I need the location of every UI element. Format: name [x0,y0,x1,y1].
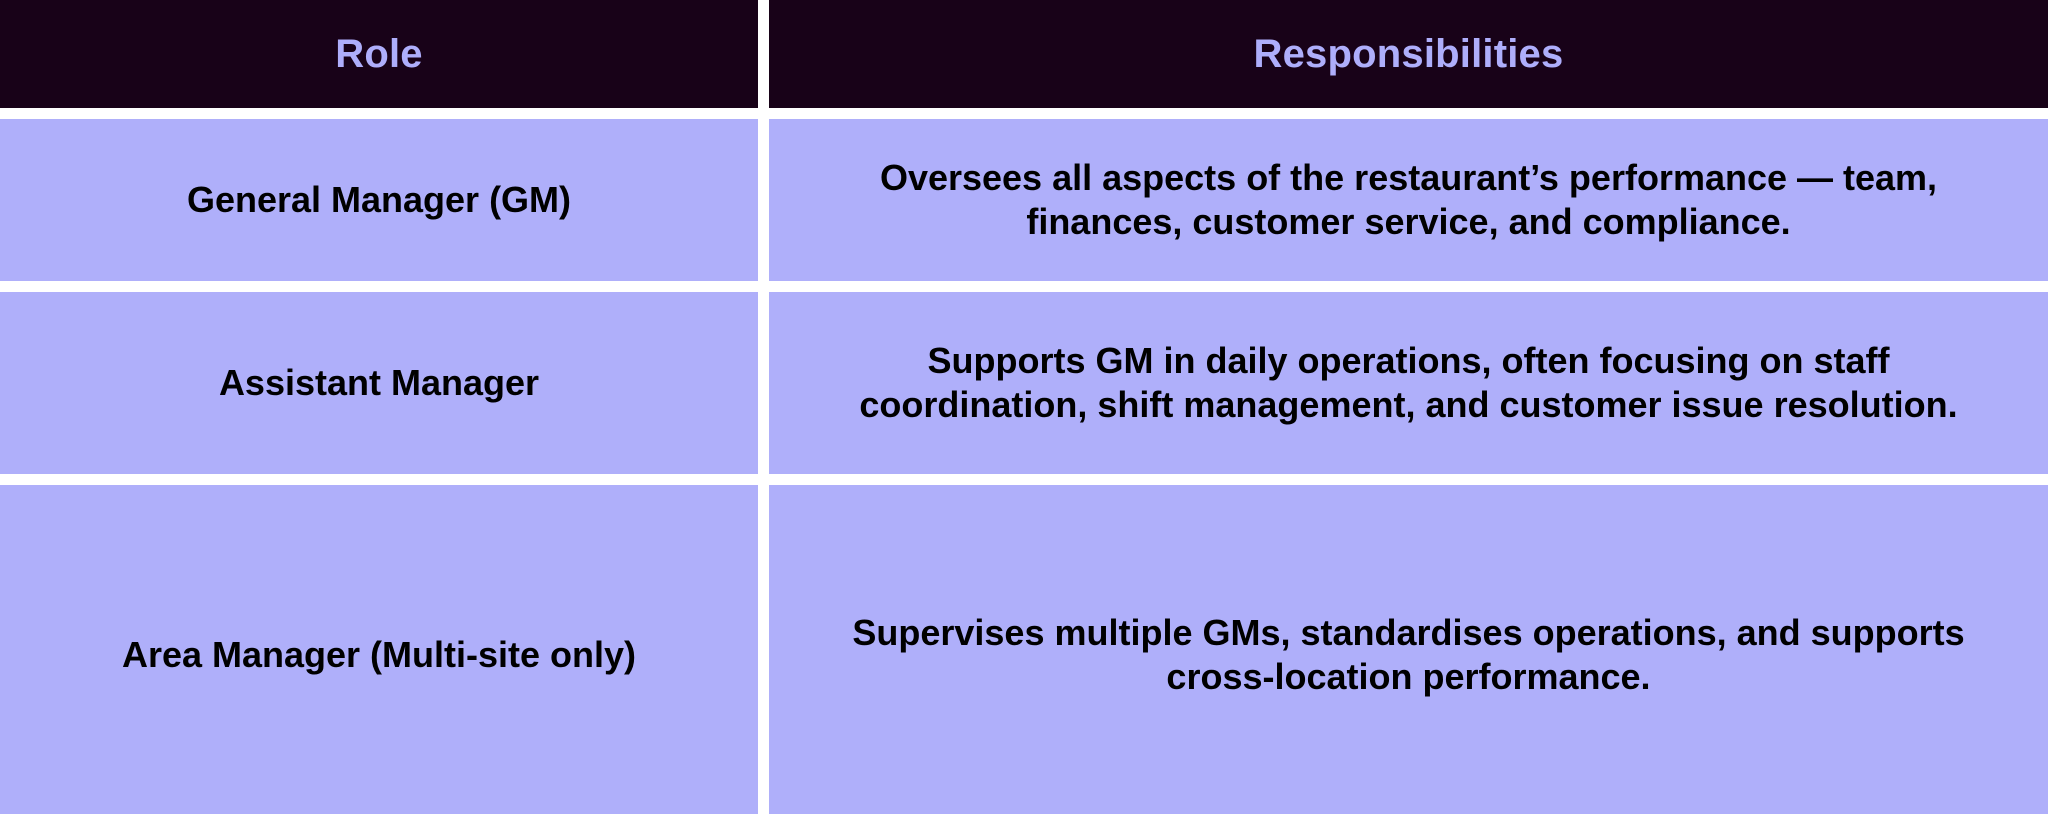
responsibilities-text: Oversees all aspects of the restaurant’s… [879,157,1938,242]
table-cell-responsibilities: Oversees all aspects of the restaurant’s… [769,119,2048,281]
responsibilities-text: Supports GM in daily operations, often f… [859,340,1958,425]
table-row: Assistant Manager Supports GM in daily o… [0,292,2048,474]
table-header-cell-responsibilities: Responsibilities [769,0,2048,108]
column-header-role: Role [335,32,423,76]
table-header-row: Role Responsibilities [0,0,2048,108]
column-header-responsibilities: Responsibilities [1253,32,1564,76]
table-cell-responsibilities: Supervises multiple GMs, standardises op… [769,485,2048,814]
table-cell-role: General Manager (GM) [0,119,758,281]
table-header-cell-role: Role [0,0,758,108]
role-label: Area Manager (Multi-site only) [121,634,637,676]
role-label: Assistant Manager [218,362,540,404]
responsibilities-text: Supervises multiple GMs, standardises op… [852,612,1965,697]
table-cell-role: Assistant Manager [0,292,758,474]
table-cell-role: Area Manager (Multi-site only) [0,485,758,814]
table-row: General Manager (GM) Oversees all aspect… [0,119,2048,281]
table-row: Area Manager (Multi-site only) Supervise… [0,485,2048,814]
role-label: General Manager (GM) [186,179,572,221]
table-cell-responsibilities: Supports GM in daily operations, often f… [769,292,2048,474]
